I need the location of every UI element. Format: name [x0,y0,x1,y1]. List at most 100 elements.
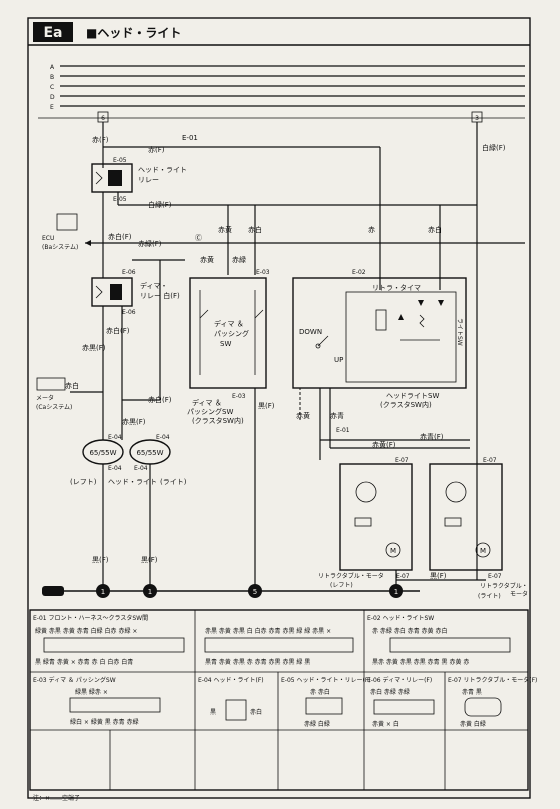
headlight-relay-conn-top: E-05 [113,157,127,164]
wire-white-green: 白緑(F) [482,143,506,152]
ground-point-2: 1 [143,584,157,598]
headlight-relay-conn-bot: E-05 [113,196,127,203]
lamp-left-rating: 65/55W [89,449,116,457]
wire-red-yellow-3: 赤黄 [296,411,310,420]
wire-red-white-4: 赤白(F) [148,395,172,404]
rail-label-d: D [50,94,55,101]
wire-black-2: 黒(F) [92,556,109,564]
motor-right-caption-1: リトラクタブル・ [480,582,528,590]
svg-text:5: 5 [253,588,257,596]
retra-timer-label: リトラ・タイマ [372,283,421,292]
wire-red-blue-1: 赤青 [330,411,344,420]
wire-white-green-2: 白緑(F) [148,200,172,209]
ecu-icon [56,213,78,231]
meter-icon [36,377,66,391]
section-code: Ea [43,25,62,41]
dimmer-sw-caption-3: (クラスタSW内) [192,416,244,425]
motor-right-m: M [480,547,486,555]
e07-bot-pins: 赤黄 白緑 [460,720,486,728]
car-body-icon [42,586,64,596]
wire-red-blue-2: 赤青(F) [420,432,444,441]
headlight-relay-label-2: リレー [138,176,159,184]
e06-title: E-06 ディマ・リレー(F) [367,676,432,684]
dimmer-relay-conn-top: E-06 [122,269,136,276]
wire-red-top: 赤(F) [92,136,109,144]
e01-top-pins: 緑黄 赤黒 赤黄 赤青 白緑 白赤 赤緑 × [35,627,137,635]
e01-bot-pins: 黒 緑青 赤黄 × 赤青 赤 白 白赤 白青 [35,658,133,666]
motor-right-conn-top: E-07 [483,457,497,464]
dimmer-passing-switch: ディマ ＆ パッシング SW E-03 ディマ ＆ パッシングSW (クラスタS… [187,277,267,425]
motor-left-caption-2: (レフト) [330,582,353,589]
e01-title: E-01 フロント・ハーネス〜クラスタSW間 [33,614,148,622]
headlight-caption: ヘッド・ライト [108,478,157,486]
e05-bot-pins: 赤緑 白緑 [304,720,330,728]
wire-red-green-1: 赤緑(F) [138,239,162,248]
wire-red-white-2: 赤白(F) [106,326,130,335]
lamp-right-conn-top: E-04 [156,434,170,441]
down-label: DOWN [299,328,322,336]
motor-left-m: M [390,547,396,555]
rail-marker-left: 6 [101,115,105,122]
e04-right-pin: 赤白 [250,708,262,716]
dimmer-sw-label-3: SW [220,340,231,348]
retractable-motor-right: M E-07 E-07 リトラクタブル・ モータ (ライト) [429,457,528,600]
e03-bot-pins: 緑白 × 緑黄 黒 赤青 赤緑 [70,718,139,726]
e02-title: E-02 ヘッド・ライトSW [367,615,434,622]
e02-top-pins: 赤 赤緑 赤白 赤青 赤黄 赤白 [372,627,448,635]
wire-red-white-3: 赤白 [65,381,79,390]
conn-e03-top: E-03 [256,269,270,276]
wire-c: Ⓒ [195,234,202,242]
connector-table: E-01 フロント・ハーネス〜クラスタSW間 緑黄 赤黒 赤黄 赤青 白緑 白赤… [29,609,537,791]
dimmer-sw-caption-2: パッシングSW [187,407,233,416]
motor-right-caption-3: (ライト) [478,593,501,600]
sheet-border [27,17,531,799]
wire-red-top2: 赤 [368,226,375,234]
headlight-relay: ヘッド・ライト リレー E-05 E-05 [91,157,187,203]
rail-label-c: C [50,84,54,91]
ground-point-3: 1 [389,584,403,598]
mid-bot-pins: 黒青 赤黄 赤黒 赤 赤青 赤黒 赤黒 緑 黒 [205,658,310,666]
e06-top-pins: 赤白 赤緑 赤緑 [370,688,410,696]
page-title: ■ヘッド・ライト [86,26,181,40]
rail-marker-right: 3 [475,115,479,122]
svg-text:1: 1 [394,588,398,596]
e03-top-pins: 緑黒 緑赤 × [75,688,108,696]
retractable-motor-left: M E-07 E-07 リトラクタブル・モータ (レフト) [318,457,413,589]
headlight-sw-caption-1: ヘッドライトSW [386,392,439,400]
wire-red-yellow-4: 赤黄(F) [372,440,396,449]
wire-black-1: 黒(F) [258,402,275,410]
e07-top-pins: 赤青 黒 [462,688,482,696]
ecu-label-2: (Baシステム) [42,244,78,251]
e06-bot-pins: 赤黄 × 白 [372,720,399,728]
wire-red-yellow-top: 赤黄 [218,225,232,234]
e05-top-pins: 赤 赤白 [310,688,330,696]
motor-left-conn-bot: E-07 [396,573,410,580]
motor-right-caption-2: モータ [510,590,528,598]
wire-red-white-1: 赤白(F) [108,232,132,241]
e04-left-pin: 黒 [210,709,216,716]
meter-label-2: (Caシステム) [36,404,72,411]
lamp-left-pos: (レフト) [70,478,97,486]
meter-label-1: メータ [36,394,54,402]
svg-text:1: 1 [148,588,152,596]
dimmer-sw-label-2: パッシング [214,329,249,338]
wire-red-black-1: 赤黒(F) [82,344,106,352]
rail-label-e: E [50,104,54,111]
conn-e01-top: E-01 [182,134,198,142]
headlight-switch: リトラ・タイマ E-02 DOWN UP ライトSW ヘッドライトSW (クラス… [292,269,467,409]
svg-text:1: 1 [101,588,105,596]
headlight-relay-label-1: ヘッド・ライト [138,166,187,174]
lamp-right-conn-bot: E-04 [134,465,148,472]
ground-point-1: 1 [96,584,110,598]
ground-point-5: 5 [248,584,262,598]
dimmer-relay: ディマ・ リレー 白(F) E-06 E-06 [91,269,180,316]
up-label: UP [334,356,343,364]
wire-red-yellow-2: 赤黄 [200,255,214,264]
wire-red-white-top2: 赤白 [428,225,442,234]
headlight-sw-caption-2: (クラスタSW内) [380,400,432,409]
wire-red-black-2: 赤黒(F) [122,418,146,426]
e02-bot-pins: 黒赤 赤黄 赤黒 赤黒 赤青 黒 赤黄 赤 [372,658,469,666]
ecu-label-1: ECU [42,235,54,242]
